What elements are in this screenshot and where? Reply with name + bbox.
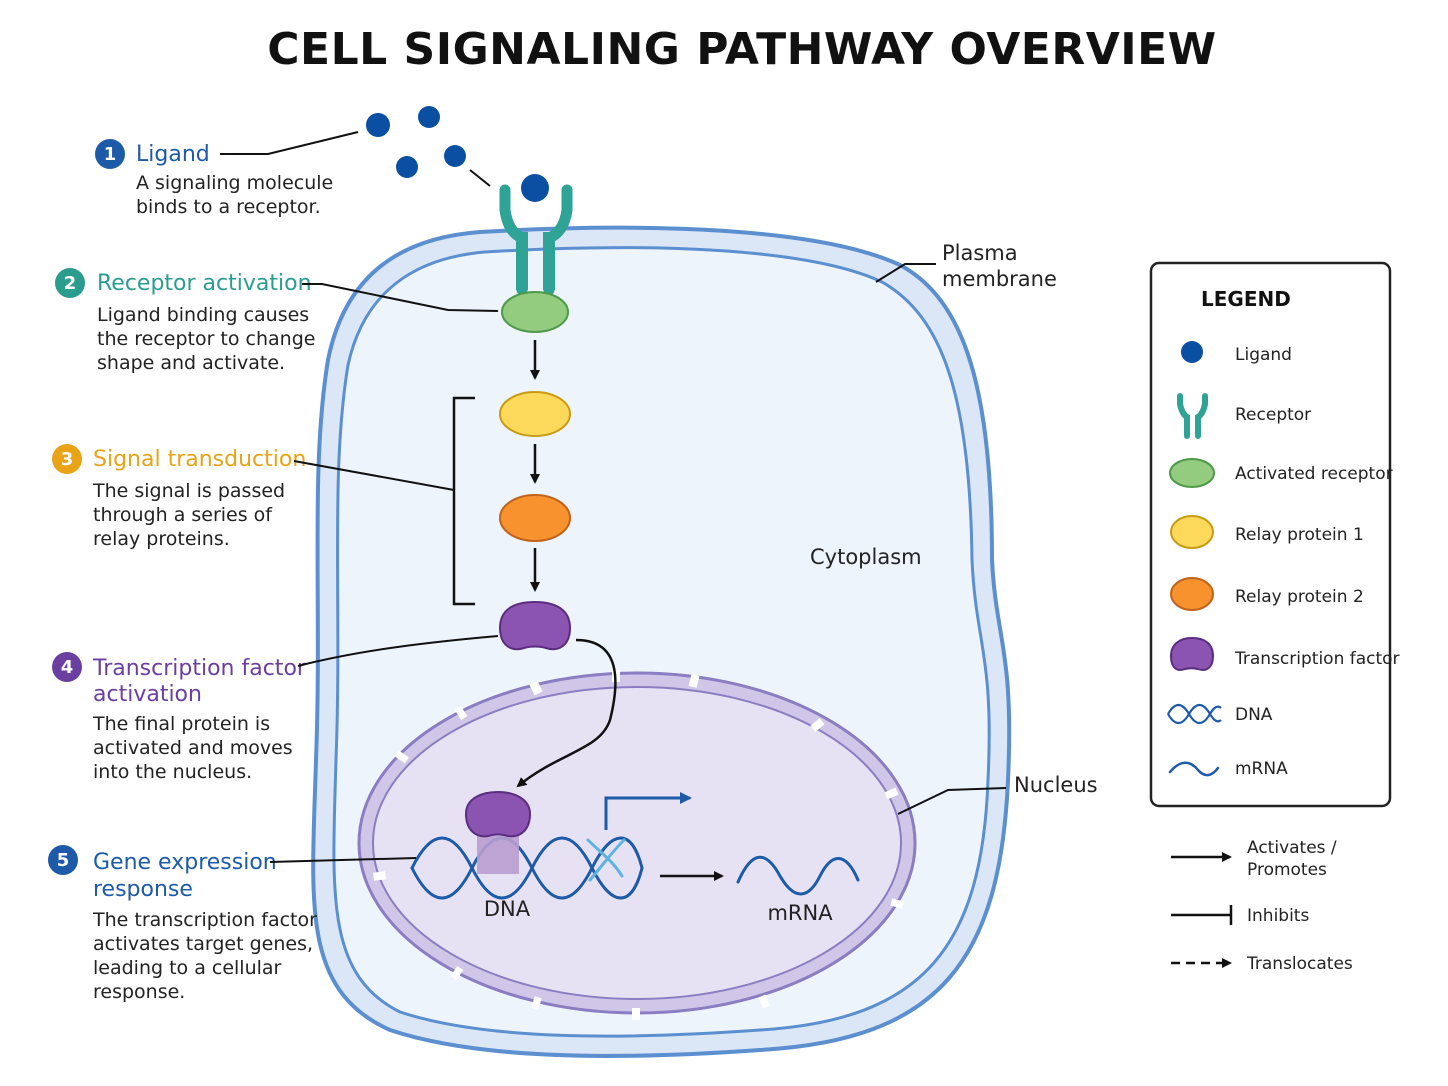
step-body-line: Ligand binding causes — [97, 304, 309, 326]
arrow-key-label: Promotes — [1247, 860, 1327, 880]
legend-item-label: Transcription factor — [1234, 649, 1400, 669]
legend-item-label: Receptor — [1235, 405, 1311, 425]
step-number-badge — [52, 444, 82, 474]
step-number: 5 — [57, 850, 70, 871]
legend-item-label: mRNA — [1235, 759, 1288, 779]
receptor-icon — [1177, 393, 1208, 439]
nuclear-envelope-inner — [372, 686, 902, 1000]
step-body-line: the receptor to change — [97, 328, 315, 350]
step-3: 3 Signal transduction The signal is pass… — [52, 444, 455, 550]
arrow-key-label: Inhibits — [1247, 906, 1309, 926]
ligand-group — [366, 106, 466, 178]
nucleus — [357, 670, 917, 1020]
cytoplasm-label: Cytoplasm — [810, 545, 922, 569]
step-4-leader — [297, 635, 499, 667]
step-body-line: The transcription factor — [92, 909, 317, 931]
arrow-key-label: Activates / — [1247, 838, 1337, 858]
relay-protein-1-icon — [1170, 515, 1214, 549]
step-1-leader — [220, 131, 359, 155]
step-number: 4 — [61, 657, 74, 678]
receptor — [499, 174, 573, 296]
relay-protein-2-icon — [1170, 577, 1214, 611]
legend-item-label: Ligand — [1235, 345, 1292, 365]
ligand — [366, 113, 390, 137]
ligand-icon — [1181, 341, 1203, 363]
legend: LEGEND Ligand Receptor Activated recepto… — [1149, 261, 1400, 808]
bound-ligand — [521, 174, 549, 202]
step-4: 4 Transcription factor activation The fi… — [52, 635, 499, 783]
translocates-arrow — [516, 638, 617, 788]
step-2: 2 Receptor activation Ligand binding cau… — [55, 268, 499, 374]
plasma-membrane-label: membrane — [942, 267, 1057, 291]
legend-box — [1149, 261, 1392, 808]
step-title: Gene expression — [93, 850, 277, 875]
step-body-line: relay proteins. — [93, 528, 230, 550]
dna-helix — [410, 836, 644, 900]
step-body-line: binds to a receptor. — [136, 196, 321, 218]
step-title: response — [93, 877, 193, 902]
transcription-start-arrow — [604, 792, 692, 830]
step-title: activation — [93, 682, 202, 707]
inhibits-arrow-icon — [1171, 905, 1233, 925]
step-number-badge — [95, 139, 125, 169]
step-number-badge — [48, 845, 78, 875]
nucleus-leader — [897, 787, 1007, 815]
transcription-factor — [498, 600, 572, 651]
nucleus-label: Nucleus — [1014, 773, 1098, 797]
step-body-line: A signaling molecule — [136, 172, 333, 194]
step-body-line: activated and moves — [93, 737, 293, 759]
promoter-region — [477, 836, 519, 874]
ligand — [444, 145, 466, 167]
step-5-leader — [269, 857, 417, 863]
dna-icon — [1167, 703, 1222, 725]
step-1: 1 Ligand A signaling molecule binds to a… — [95, 131, 491, 218]
legend-item-label: Relay protein 2 — [1235, 587, 1364, 607]
step-body-line: activates target genes, — [93, 933, 313, 955]
step-body-line: into the nucleus. — [93, 761, 252, 783]
transcription-factor-icon — [1169, 636, 1215, 671]
step-2-leader — [302, 283, 499, 312]
legend-item-label: Activated receptor — [1235, 464, 1393, 484]
dna-label: DNA — [484, 897, 531, 921]
step-body-line: through a series of — [93, 504, 273, 526]
ligand — [396, 156, 418, 178]
step-number: 2 — [64, 273, 77, 294]
legend-title: LEGEND — [1201, 287, 1291, 311]
activated-receptor — [501, 291, 569, 333]
step-number: 1 — [104, 144, 117, 165]
step-number: 3 — [61, 449, 74, 470]
activated-receptor-icon — [1169, 458, 1215, 488]
legend-item-label: Relay protein 1 — [1235, 525, 1364, 545]
step-title: Receptor activation — [97, 271, 312, 296]
mrna-strand — [736, 855, 860, 896]
legend-item-label: DNA — [1235, 705, 1273, 725]
step-body-line: shape and activate. — [97, 352, 285, 374]
step-title: Ligand — [136, 142, 210, 167]
arrow-key: Activates / Promotes Inhibits Translocat… — [1171, 838, 1353, 974]
step-number-badge — [52, 652, 82, 682]
mrna-label: mRNA — [767, 901, 833, 925]
plasma-membrane-label: Plasma — [942, 241, 1018, 265]
signal-transduction-bracket — [452, 396, 475, 606]
step-title: Transcription factor — [92, 656, 307, 681]
step-3-leader — [293, 460, 455, 491]
relay-protein-1 — [499, 391, 571, 437]
step-number-badge — [55, 268, 85, 298]
step-body-line: leading to a cellular — [93, 957, 282, 979]
bound-transcription-factor — [464, 790, 532, 838]
step-body-line: The signal is passed — [92, 480, 285, 502]
page-title: CELL SIGNALING PATHWAY OVERVIEW — [267, 24, 1216, 75]
plasma-membrane-leader — [875, 263, 936, 283]
arrow-key-label: Translocates — [1246, 954, 1353, 974]
step-title: Signal transduction — [93, 447, 306, 472]
mrna-icon — [1168, 761, 1220, 777]
step-body-line: response. — [93, 981, 185, 1003]
ligand — [418, 106, 440, 128]
ligand-approach-line — [469, 169, 491, 187]
relay-protein-2 — [499, 494, 571, 542]
step-body-line: The final protein is — [92, 713, 270, 735]
step-5: 5 Gene expression response The transcrip… — [48, 845, 417, 1003]
